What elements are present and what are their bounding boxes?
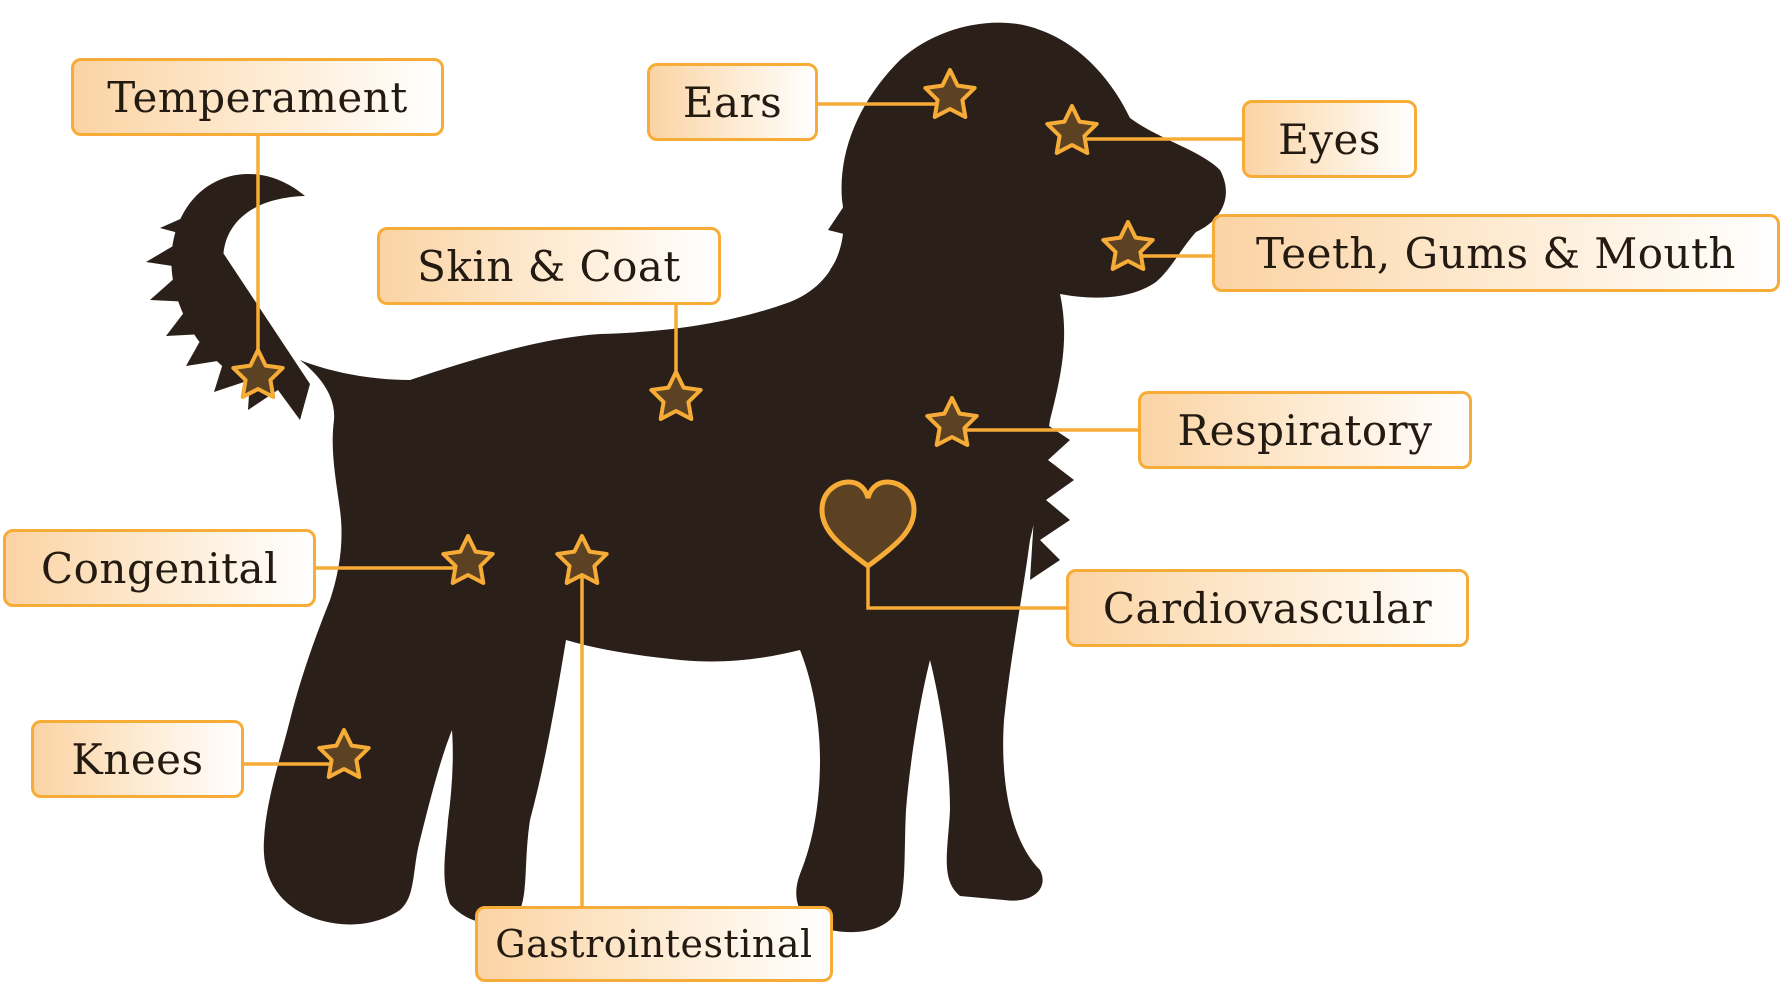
star-icon: [649, 370, 703, 421]
label-ears: Ears: [647, 63, 818, 141]
star-icon: [555, 534, 609, 585]
markers: [231, 68, 1155, 779]
label-cardiovascular: Cardiovascular: [1066, 569, 1469, 647]
star-icon: [317, 728, 371, 779]
dog-ear-fringe: [828, 200, 950, 350]
star-icon: [441, 534, 495, 585]
dog-tail-fringe: [146, 212, 310, 420]
label-eyes: Eyes: [1242, 100, 1417, 178]
dog-body: [263, 22, 1226, 933]
dog-chest-fringe: [1030, 420, 1074, 580]
label-knees: Knees: [31, 720, 244, 798]
star-icon: [1045, 104, 1099, 155]
connector-cardiovascular: [866, 568, 1066, 610]
label-teeth-gums-mouth: Teeth, Gums & Mouth: [1212, 214, 1780, 292]
label-congenital: Congenital: [3, 529, 316, 607]
dog-silhouette: [146, 22, 1226, 933]
label-respiratory: Respiratory: [1138, 391, 1472, 469]
label-gastrointestinal: Gastrointestinal: [475, 906, 833, 982]
label-temperament: Temperament: [71, 58, 444, 136]
star-icon: [231, 348, 285, 399]
star-icon: [1101, 220, 1155, 271]
label-skin-coat: Skin & Coat: [377, 227, 721, 305]
star-icon: [925, 396, 979, 447]
heart-icon: [819, 479, 917, 570]
star-icon: [923, 68, 977, 119]
